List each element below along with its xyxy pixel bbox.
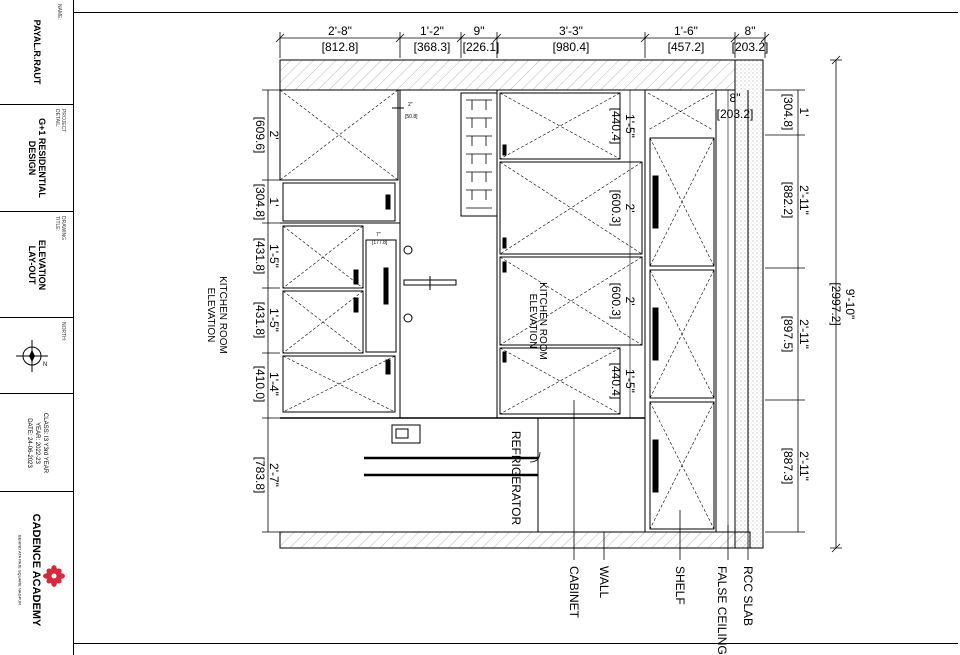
left-upper-box [279,89,399,181]
right-tall-unit [644,89,717,533]
overall-dim-ft: 9'-10" [843,289,857,320]
left-side-panel [365,239,397,353]
left-dim-4-mm: [431.8] [253,302,267,339]
inner-dim-mm: [203.2] [717,107,754,121]
right-dim-3-mm: [897.5] [781,316,795,353]
callout-cabinet: CABINET [567,566,581,619]
right-dim-3-ft: 2'-11" [797,319,811,349]
overall-dim-mm: [2997.2] [829,282,843,325]
left-dim-6-ft: 2'-7" [267,463,281,487]
left-dim-2-mm: [304.8] [253,184,267,221]
top-dim-1-mm: [812.8] [322,40,359,54]
callout-shelf: SHELF [673,566,687,605]
left-dim-4-ft: 1'-5" [267,308,281,332]
inner-dim-ft: 8" [730,91,741,105]
middle-cabinet-3 [499,256,643,346]
academy-logo-icon [43,565,65,587]
left-dim-1: [609.6] [253,117,267,154]
right-dim-2-ft: 2'-11" [797,185,811,215]
right-cabinet-3 [649,401,715,530]
drawing-frame [73,12,958,644]
left-dim-5-mm: [410.0] [253,366,267,403]
middle-cabinet-4 [499,347,621,415]
top-dim-3-mm: [226.1] [463,40,500,54]
left-dim-3-ft: 1'-5" [267,244,281,268]
right-dim-4-ft: 2'-11" [797,451,811,481]
north-arrow-icon: N [16,340,48,372]
north-cell: NORTH: N [0,318,73,394]
tiny-dim-3: 7" [376,232,381,238]
project-cell: PROJECT DETAIL: G+1 RESIDENTIAL DESIGN [0,105,73,212]
top-dim-4-ft: 3'-3" [559,24,583,38]
mid-dim-3-ft: 2' [623,297,637,306]
right-dim-1-mm: [304.8] [781,94,795,131]
mid-title-line-1: KITCHEN ROOM [537,282,548,360]
class-cell: CLASS: I3 Y3rd YEAR YEAR: 2022-23 DATE: … [0,394,73,492]
mid-dim-2-ft: 2' [623,204,637,213]
left-dim-6-mm: [783.8] [253,457,267,494]
top-slab [279,59,736,91]
left-dim-1-mm: [609.6] [253,117,267,154]
top-dim-2-ft: 1'-2" [420,24,444,38]
mid-title-line-2: ELEVATION [527,294,538,349]
right-cabinet-2 [649,269,715,399]
academy-cell: CADENCE ACADEMY BEHIND ATA PAJE SQUARE N… [0,492,73,655]
mid-dim-2-mm: [600.3] [609,190,623,227]
left-cabinet-1 [282,225,364,289]
middle-cabinet-1 [499,92,621,160]
mid-dim-1-mm: [440.4] [609,108,623,145]
left-drawer [282,182,396,222]
left-title-line-2: ELEVATION [205,288,216,343]
top-dim-3-ft: 9" [474,24,485,38]
drawing-title-cell: DRAWING TITLE: ELEVATION LAY-OUT [0,212,73,318]
top-dim-2-mm: [368.3] [414,40,451,54]
top-dim-4-mm: [980.4] [553,40,590,54]
name-cell: NAME: PAYAL.R.RAUT [0,0,73,105]
left-title-line-1: KITCHEN ROOM [217,276,228,354]
top-dim-1-ft: 2'-8" [328,24,352,38]
top-dim-6-mm: [203.2] [732,40,769,54]
mid-dim-4-ft: 1'-5" [623,369,637,393]
left-cabinet-3 [282,355,396,413]
mid-dim-4-mm: [440.4] [609,363,623,400]
right-dim-2-mm: [882.2] [781,182,795,219]
left-dim-5-ft: 1'-4" [267,372,281,396]
left-dim-2-ft: 1' [267,198,281,207]
left-dim-1-ft: 2' [267,131,281,140]
mid-dim-3-mm: [600.3] [609,283,623,320]
top-dim-6-ft: 8" [745,24,756,38]
north-letter: N [43,362,47,368]
callout-rcc-slab: RCC SLAB [741,566,755,626]
callout-wall: WALL [597,566,611,599]
middle-cabinet-2 [499,161,643,255]
microwave [391,424,421,444]
title-block: NAME: PAYAL.R.RAUT PROJECT DETAIL: G+1 R… [0,0,74,655]
rcc-slab [734,59,764,549]
top-dim-5-ft: 1'-6" [674,24,698,38]
right-dim-1-ft: 1' [797,108,811,117]
wine-rack [460,92,498,217]
callout-false-ceiling: FALSE CEILING [715,566,729,655]
floor-strip [279,531,751,549]
left-cabinet-2 [282,290,364,354]
right-cabinet-1 [649,137,715,267]
mid-dim-1-ft: 1'-5" [623,114,637,138]
tiny-dim-1: 2" [408,102,413,108]
tiny-dim-4: [177.8] [372,240,388,246]
right-dim-4-mm: [887.3] [781,448,795,485]
top-dim-5-mm: [457.2] [668,40,705,54]
tiny-dim-2: [50.8] [405,114,418,120]
left-dim-3-mm: [431.8] [253,238,267,275]
refrigerator-label: REFRIGERATOR [509,431,523,526]
